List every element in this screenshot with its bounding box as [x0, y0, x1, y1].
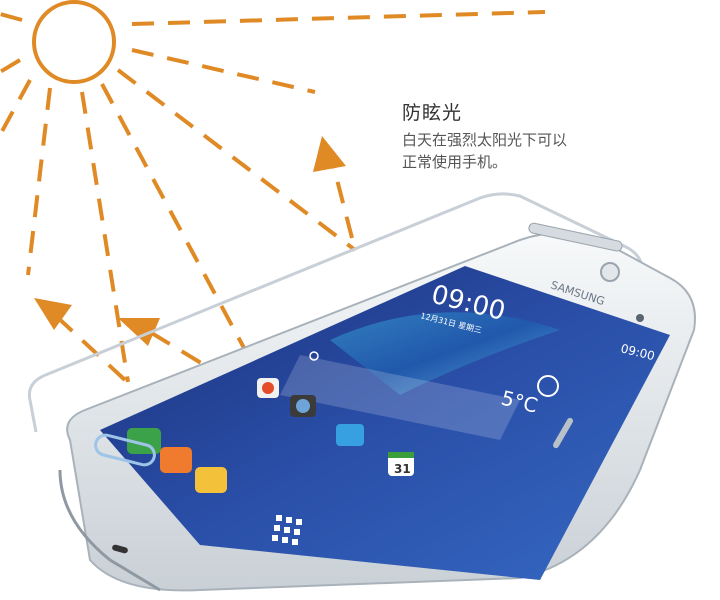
caption-line-1: 白天在强烈太阳光下可以 — [402, 131, 568, 149]
usb-port — [112, 544, 128, 554]
email-icon[interactable] — [257, 378, 279, 398]
contacts-icon[interactable] — [160, 447, 192, 473]
apps-grid-icon[interactable] — [272, 515, 302, 545]
search-bar[interactable] — [280, 355, 520, 440]
arrow-heads — [34, 136, 346, 346]
caption-block: 防眩光 白天在强烈太阳光下可以 正常使用手机。 — [402, 98, 567, 173]
calendar-day: 31 — [394, 462, 411, 476]
caption-title: 防眩光 — [402, 102, 463, 124]
caption-line-2: 正常使用手机。 — [402, 153, 508, 171]
app-icons: 31 — [127, 378, 414, 545]
home-button[interactable] — [93, 433, 156, 467]
group-play-icon[interactable] — [336, 424, 364, 446]
side-key — [553, 417, 573, 449]
phone-screen — [100, 266, 670, 580]
calendar-icon[interactable] — [388, 452, 414, 476]
messages-icon[interactable] — [195, 467, 227, 493]
search-icon — [309, 351, 319, 361]
phone: SAMSUNG 09:00 09:00 12月31日 星期三 5°C — [58, 222, 696, 592]
camera-icon[interactable] — [290, 395, 316, 417]
